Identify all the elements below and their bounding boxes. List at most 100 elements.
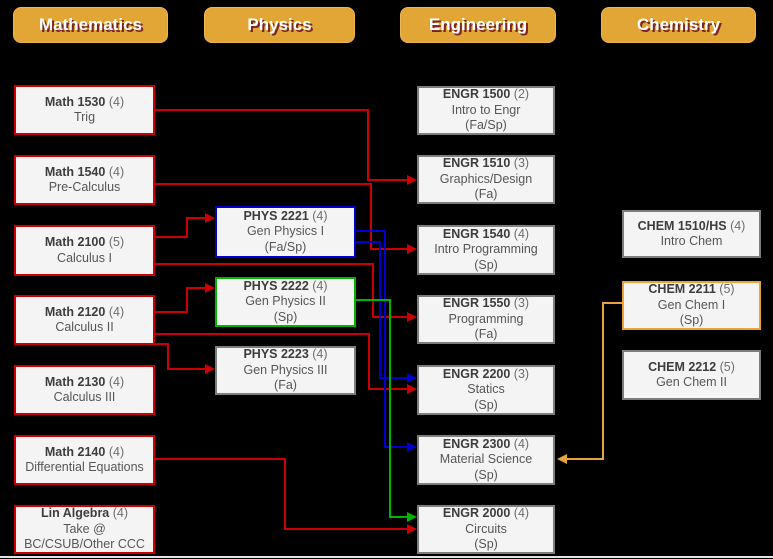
course-title: Differential Equations [25, 460, 144, 474]
course-code: PHYS 2222 [243, 278, 309, 293]
course-box-chem-2212: CHEM 2212 (5) Gen Chem II [622, 350, 761, 400]
course-code-line: ENGR 1510 (3) [443, 156, 529, 172]
course-code: ENGR 2200 [442, 366, 511, 381]
course-title: Gen Physics III [243, 362, 328, 377]
course-code-line: Math 2120 (4) [45, 305, 124, 321]
course-title: Pre-Calculus [48, 180, 121, 194]
connection-arrowhead-phys2221-engr2200 [407, 373, 417, 383]
course-code-line: Math 1540 (4) [45, 165, 124, 181]
course-credits: (5) [108, 235, 125, 249]
course-title: Intro Programming [434, 242, 538, 257]
course-code-line: CHEM 2212 (5) [648, 360, 735, 376]
course-box-math-2120: Math 2120 (4) Calculus II [14, 295, 155, 345]
course-box-lin-algebra: Lin Algebra (4) Take @ BC/CSUB/Other CCC [14, 505, 155, 554]
connection-arrowhead-math2120-phys2222 [205, 283, 215, 293]
course-code-line: CHEM 2211 (5) [648, 282, 734, 298]
course-credits: (5) [719, 359, 735, 374]
connection-line-math2120-engr2200 [155, 333, 408, 390]
connection-arrowhead-math2120-phys2223 [205, 364, 215, 374]
course-credits: (4) [312, 208, 328, 223]
connection-arrowhead-chem2211-engr2300 [557, 454, 567, 464]
course-title: Take @ BC/CSUB/Other CCC [24, 521, 145, 552]
course-code-line: ENGR 1500 (2) [443, 87, 529, 103]
course-term: (Sp) [474, 467, 498, 482]
course-credits: (3) [513, 156, 530, 171]
course-code: ENGR 1500 [442, 87, 511, 102]
course-code-line: ENGR 1550 (3) [443, 296, 529, 312]
course-code: ENGR 1540 [442, 226, 511, 241]
course-credits: (4) [312, 347, 328, 362]
course-term: (Fa) [474, 187, 498, 202]
course-credits: (4) [312, 278, 328, 293]
course-code-line: PHYS 2223 (4) [243, 347, 327, 363]
course-box-math-2100: Math 2100 (5) Calculus I [14, 225, 155, 276]
course-code-line: Math 2140 (4) [45, 445, 124, 461]
course-code: Math 2130 [44, 374, 106, 389]
course-box-chem-2211: CHEM 2211 (5) Gen Chem I (Sp) [622, 281, 761, 330]
course-code: CHEM 2211 [648, 282, 716, 297]
course-credits: (3) [513, 366, 530, 381]
course-term: (Fa/Sp) [465, 118, 507, 133]
course-credits: (3) [513, 296, 530, 311]
course-code-line: PHYS 2222 (4) [243, 279, 327, 295]
course-box-math-1530: Math 1530 (4) Trig [14, 85, 155, 135]
course-code: Math 2120 [44, 304, 106, 319]
connection-line-math2120-phys2223 [155, 343, 206, 370]
column-header-physics: Physics [204, 7, 355, 43]
course-box-engr-1510: ENGR 1510 (3) Graphics/Design (Fa) [417, 155, 555, 204]
course-term: (Sp) [474, 257, 498, 272]
course-credits: (4) [108, 94, 125, 109]
course-credits: (4) [108, 374, 125, 389]
course-code: CHEM 1510/HS [637, 218, 727, 233]
course-box-math-2130: Math 2130 (4) Calculus III [14, 365, 155, 415]
course-term: (Fa) [474, 327, 498, 342]
course-code: Math 1540 [44, 164, 106, 179]
course-code: ENGR 2300 [442, 436, 511, 451]
connection-arrowhead-math2140-engr2000 [407, 524, 417, 534]
course-box-math-2140: Math 2140 (4) Differential Equations [14, 435, 155, 485]
course-code: ENGR 1550 [442, 296, 511, 311]
course-title: Gen Chem I [657, 297, 726, 312]
connection-line-math2100-phys2221 [155, 217, 206, 238]
course-code: Math 2100 [44, 235, 106, 249]
connection-line-math2140-engr2000 [155, 458, 408, 530]
course-title: Circuits [465, 521, 507, 536]
course-credits: (4) [513, 506, 530, 521]
connection-arrowhead-math2120-engr2200 [407, 384, 417, 394]
connection-line-math2120-phys2222 [155, 287, 206, 313]
course-credits: (2) [513, 87, 530, 102]
course-code-line: PHYS 2221 (4) [243, 209, 327, 225]
course-title: Programming [448, 311, 524, 326]
column-header-engineering: Engineering [400, 7, 556, 43]
course-credits: (4) [108, 304, 125, 319]
course-title: Intro Chem [660, 234, 723, 248]
course-code: Math 1530 [44, 94, 106, 109]
connection-line-math1540-engr1540 [155, 183, 408, 250]
course-code-line: Math 1530 (4) [45, 95, 124, 111]
course-credits: (4) [730, 218, 746, 233]
course-title: Calculus II [55, 320, 114, 334]
course-title: Statics [467, 382, 505, 397]
connection-arrowhead-math1540-engr1540 [407, 244, 417, 254]
course-box-math-1540: Math 1540 (4) Pre-Calculus [14, 155, 155, 205]
course-code: PHYS 2223 [243, 347, 309, 362]
course-box-engr-2000: ENGR 2000 (4) Circuits (Sp) [417, 505, 555, 554]
course-credits: (4) [513, 226, 530, 241]
course-box-phys-2223: PHYS 2223 (4) Gen Physics III (Fa) [215, 346, 356, 395]
connection-arrowhead-phys2222-engr2000 [407, 512, 417, 522]
course-title: Graphics/Design [439, 171, 533, 186]
course-credits: (4) [112, 506, 129, 521]
course-term: (Sp) [474, 537, 498, 552]
course-code: Lin Algebra [40, 506, 110, 521]
course-box-engr-1550: ENGR 1550 (3) Programming (Fa) [417, 295, 555, 344]
connection-line-chem2211-engr2300 [566, 302, 622, 460]
course-code: CHEM 2212 [648, 359, 717, 374]
course-title: Trig [73, 110, 96, 124]
course-term: (Sp) [474, 397, 498, 412]
course-term: (Sp) [273, 309, 298, 324]
course-term: (Sp) [679, 313, 704, 328]
course-credits: (5) [719, 282, 735, 297]
course-code: ENGR 1510 [442, 156, 511, 171]
column-header-chemistry: Chemistry [601, 7, 756, 43]
course-title: Intro to Engr [451, 102, 521, 117]
